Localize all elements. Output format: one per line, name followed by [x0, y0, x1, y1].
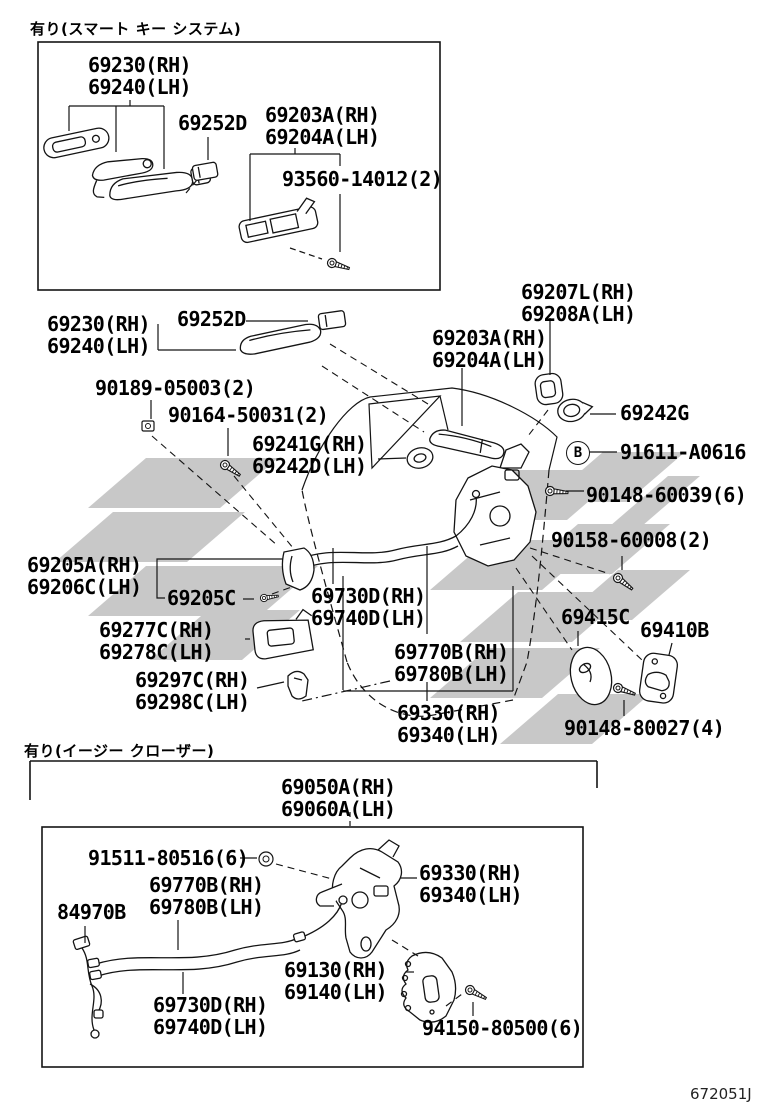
part-label-69050a-69060a: 69050A(RH) 69060A(LH) [281, 775, 396, 821]
part-label-69730d-69740d-box: 69730D(RH) 69740D(LH) [153, 993, 268, 1039]
handle-cap-sketch [191, 161, 219, 181]
rear-bezel-sketch [534, 372, 564, 406]
part-label-69252d: 69252D [177, 307, 246, 331]
part-label-84970b: 84970B [57, 900, 126, 924]
note-easy-closer: 有り(イージー クローザー) [24, 742, 215, 760]
handle-frame-sketch [238, 197, 319, 244]
part-label-69205c: 69205C [167, 586, 236, 610]
mid-parts-sketch [141, 310, 679, 706]
handle-grip-sketch [91, 157, 154, 198]
easy-closer-rule [29, 760, 598, 800]
part-label-69277c-69278c: 69277C(RH) 69278C(LH) [99, 618, 214, 664]
part-label-90164-50031: 90164-50031(2) [168, 403, 329, 427]
part-label-69241g-69242d: 69241G(RH) 69242D(LH) [252, 432, 367, 478]
cushion-pad-sketch [569, 646, 613, 706]
mid-projection-dashes [151, 343, 643, 881]
wire-harness-sketch [72, 935, 104, 1039]
part-label-69230-69240-box: 69230(RH) 69240(LH) [88, 53, 192, 99]
fastener-marker-b: B [566, 441, 590, 465]
part-label-69770b-69780b-box: 69770B(RH) 69780B(LH) [149, 873, 264, 919]
part-label-69415c: 69415C [561, 605, 630, 629]
part-label-93560-14012: 93560-14012(2) [282, 167, 443, 191]
handle-bezel-sketch [43, 127, 110, 159]
inside-bezel-sketch [252, 608, 314, 660]
part-label-69330-69340-box: 69330(RH) 69340(LH) [419, 861, 523, 907]
door-handle-on-door-sketch [406, 429, 505, 469]
part-label-69230-69240: 69230(RH) 69240(LH) [47, 312, 151, 358]
part-label-69730d-69740d: 69730D(RH) 69740D(LH) [311, 584, 426, 630]
note-smart-key-system: 有り(スマート キー システム) [30, 20, 242, 38]
closer-lock-sketch [400, 951, 457, 1023]
part-label-69205a-69206c: 69205A(RH) 69206C(LH) [27, 553, 142, 599]
part-label-69252d-box: 69252D [178, 111, 247, 135]
lock-cables-sketch [290, 489, 481, 576]
part-label-91511-80516: 91511-80516(6) [88, 846, 249, 870]
part-label-69207l-69208a: 69207L(RH) 69208A(LH) [521, 280, 636, 326]
smart-key-handles-sketch [43, 127, 352, 274]
part-label-69203a-69204a: 69203A(RH) 69204A(LH) [432, 326, 547, 372]
mid-leaders [150, 318, 673, 716]
part-label-90148-80027: 90148-80027(4) [564, 716, 725, 740]
closer-cables-sketch [87, 895, 348, 981]
drawing-code: 672051J [690, 1085, 752, 1103]
easy-closer-box [41, 826, 584, 1068]
clip-sketch [287, 670, 309, 700]
closer-actuator-sketch [315, 839, 403, 959]
easy-closer-sketch [72, 839, 489, 1039]
part-label-94150-80500: 94150-80500(6) [422, 1016, 583, 1040]
easy-closer-leaders [84, 812, 474, 1016]
part-label-91611-a0616: 91611-A0616 [620, 440, 746, 464]
part-label-90148-60039: 90148-60039(6) [586, 483, 747, 507]
part-label-69130-69140: 69130(RH) 69140(LH) [284, 958, 388, 1004]
part-label-90189-05003: 90189-05003(2) [95, 376, 256, 400]
inside-handle-sketch [281, 547, 315, 591]
door-lock-assembly-sketch [453, 443, 537, 567]
part-label-90158-60008: 90158-60008(2) [551, 528, 712, 552]
part-label-69410b: 69410B [640, 618, 709, 642]
part-label-69203a-69204a-box: 69203A(RH) 69204A(LH) [265, 103, 380, 149]
assist-grip-sketch [239, 323, 322, 355]
grip-cap-sketch [317, 310, 347, 331]
part-label-69242g: 69242G [620, 401, 689, 425]
part-label-69297c-69298c: 69297C(RH) 69298C(LH) [135, 668, 250, 714]
gasket-sketch [557, 398, 594, 423]
door-panel-outline [301, 387, 558, 717]
part-label-69770b-69780b: 69770B(RH) 69780B(LH) [394, 640, 509, 686]
striker-sketch [638, 652, 679, 704]
part-label-69330-69340: 69330(RH) 69340(LH) [397, 701, 501, 747]
smart-key-leaders [68, 100, 341, 260]
smart-key-box [37, 41, 441, 291]
